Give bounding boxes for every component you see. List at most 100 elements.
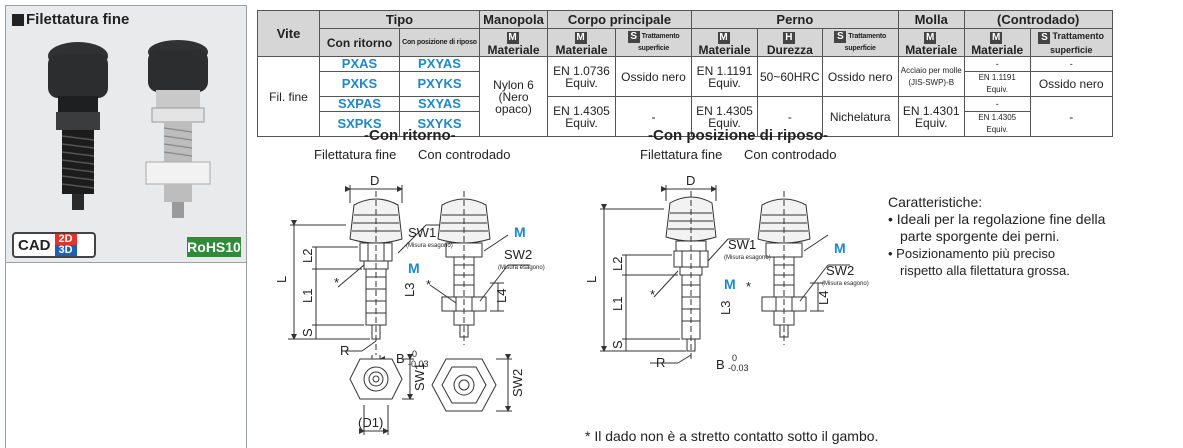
con-posizione-title: -Con posizione di riposo- [648, 127, 828, 144]
cell-corpo-mat-1: EN 1.0736 Equiv. [547, 56, 616, 97]
panel-title-text: Filettatura fine [26, 11, 130, 28]
steel-plunger-image [145, 40, 211, 218]
m-label-1: M [408, 260, 420, 276]
part-number[interactable]: SXYAS [399, 96, 480, 112]
m-material-icon: M [574, 32, 587, 44]
misura-esagono-4: (Misura esagono) [822, 281, 869, 287]
cell-manopola: Nylon 6 (Nero opaco) [479, 56, 548, 137]
h-hardness-icon: H [782, 32, 795, 44]
sw1-label-2: SW1 [728, 237, 756, 252]
dim-R-2: R [656, 355, 665, 370]
cell-corpo-tratt-1: Ossido nero [615, 56, 692, 97]
cad-3d-label: 3D [54, 245, 77, 256]
sw1-label-1: SW1 [408, 225, 436, 240]
dim-L2-2: L2 [610, 257, 625, 271]
features-block: Caratteristiche: • Ideali per la regolaz… [888, 194, 1105, 279]
d1-label: (D1) [358, 415, 383, 430]
cad-2d-label: 2D [54, 234, 77, 245]
m-material-icon: M [924, 32, 937, 44]
dim-D-1: D [370, 173, 379, 188]
tol-lower-1: -0.03 [408, 359, 429, 369]
dim-L1-1: L1 [300, 289, 315, 303]
black-plunger-image [48, 42, 108, 210]
drawing-ritorno-controdado [429, 191, 530, 345]
header-corpo: Corpo principale [547, 10, 692, 29]
header-molla-materiale: MMateriale [897, 28, 965, 57]
dim-R-1: R [340, 343, 349, 358]
m-material-icon: M [717, 32, 730, 44]
cad-format-icon: 2D 3D [54, 234, 77, 256]
con-controdado-label-1: Con controdado [418, 147, 511, 162]
header-controdado-materiale: MMateriale [963, 28, 1031, 57]
dim-B-2: B [716, 357, 725, 372]
cell-perno-dur-1: 50~60HRC [757, 56, 823, 97]
con-controdado-label-2: Con controdado [744, 147, 837, 162]
m-label-2: M [514, 224, 526, 240]
sw2-label-1: SW2 [504, 247, 532, 262]
cell-contro-tratt-1b: Ossido nero [1029, 71, 1113, 97]
cell-perno-tratt-1: Ossido nero [821, 56, 899, 97]
cell-corpo-mat-2: EN 1.4305 Equiv. [547, 96, 616, 137]
cell-perno-mat-1: EN 1.1191 Equiv. [691, 56, 758, 97]
m-label-4: M [834, 240, 846, 256]
dim-S-2: S [610, 340, 625, 349]
header-corpo-materiale: MMateriale [547, 28, 616, 57]
dim-L3-1: L3 [402, 283, 417, 297]
cell-molla-mat-2: EN 1.4301 Equiv. [897, 96, 965, 137]
s-surface-icon: S [834, 30, 847, 43]
technical-drawings: D L L2 L1 S * R B 0 -0.03 SW1 (Misura es… [274, 173, 869, 435]
feature-1-line-2: parte sporgente dei perni. [900, 228, 1060, 244]
cell-perno-mat-2: EN 1.4305 Equiv. [691, 96, 758, 137]
header-vite: Vite [257, 10, 320, 57]
tol-upper-1: 0 [412, 349, 417, 359]
star-3: * [650, 287, 655, 302]
dim-L1-2: L1 [610, 297, 625, 311]
con-ritorno-title: -Con ritorno- [364, 127, 456, 144]
part-number[interactable]: PXKS [319, 71, 400, 97]
tol-lower-2: -0.03 [728, 363, 749, 373]
cell-contro-tratt-1a: - [1029, 56, 1113, 72]
part-number[interactable]: SXYKS [399, 111, 480, 137]
features-heading: Caratteristiche: [888, 194, 983, 210]
s-surface-icon: S [627, 30, 640, 43]
hex-view-1 [349, 354, 414, 435]
star-4: * [746, 279, 751, 294]
dim-L4-1: L4 [494, 289, 509, 303]
dim-L-2: L [584, 276, 599, 283]
m-label-3: M [724, 276, 736, 292]
cell-molla-mat-1: Acciaio per molle (JIS-SWP)-B [897, 56, 965, 97]
dim-L2-1: L2 [300, 249, 315, 263]
sw1-label-hex: SW1 [412, 363, 427, 391]
drawing-riposo-controdado [757, 191, 850, 345]
dim-S-1: S [300, 328, 315, 337]
header-molla: Molla [897, 10, 965, 29]
cell-contro-mat-1a: - [963, 56, 1031, 72]
tol-upper-2: 0 [732, 353, 737, 363]
header-manopola: Manopola [479, 10, 548, 29]
header-perno-durezza: HDurezza [757, 28, 823, 57]
misura-esagono-3: (Misura esagono) [724, 255, 771, 261]
footnote: * Il dado non è a stretto contatto sotto… [585, 428, 879, 444]
m-material-icon: M [506, 32, 519, 44]
header-manopola-materiale: MMateriale [479, 28, 548, 57]
cell-vite: Fil. fine [257, 56, 320, 137]
product-photo [48, 40, 211, 218]
part-number[interactable]: SXPAS [319, 96, 400, 112]
dim-L-1: L [274, 276, 289, 283]
sw2-label-2: SW2 [826, 263, 854, 278]
cell-contro-tratt-2: - [1029, 96, 1113, 137]
cad-badge[interactable]: CAD 2D 3D [12, 232, 96, 258]
feature-2-line-1: • Posizionamento più preciso [888, 246, 1056, 261]
cell-perno-tratt-2: Nichelatura [821, 96, 899, 137]
s-surface-icon: S [1038, 31, 1051, 44]
part-number[interactable]: PXAS [319, 56, 400, 72]
dim-L3-2: L3 [718, 301, 733, 315]
part-number[interactable]: PXYKS [399, 71, 480, 97]
cell-contro-mat-2a: - [963, 96, 1031, 112]
product-panel: Filettatura fine [5, 5, 247, 263]
panel-title: Filettatura fine [12, 11, 129, 28]
part-number[interactable]: PXYAS [399, 56, 480, 72]
